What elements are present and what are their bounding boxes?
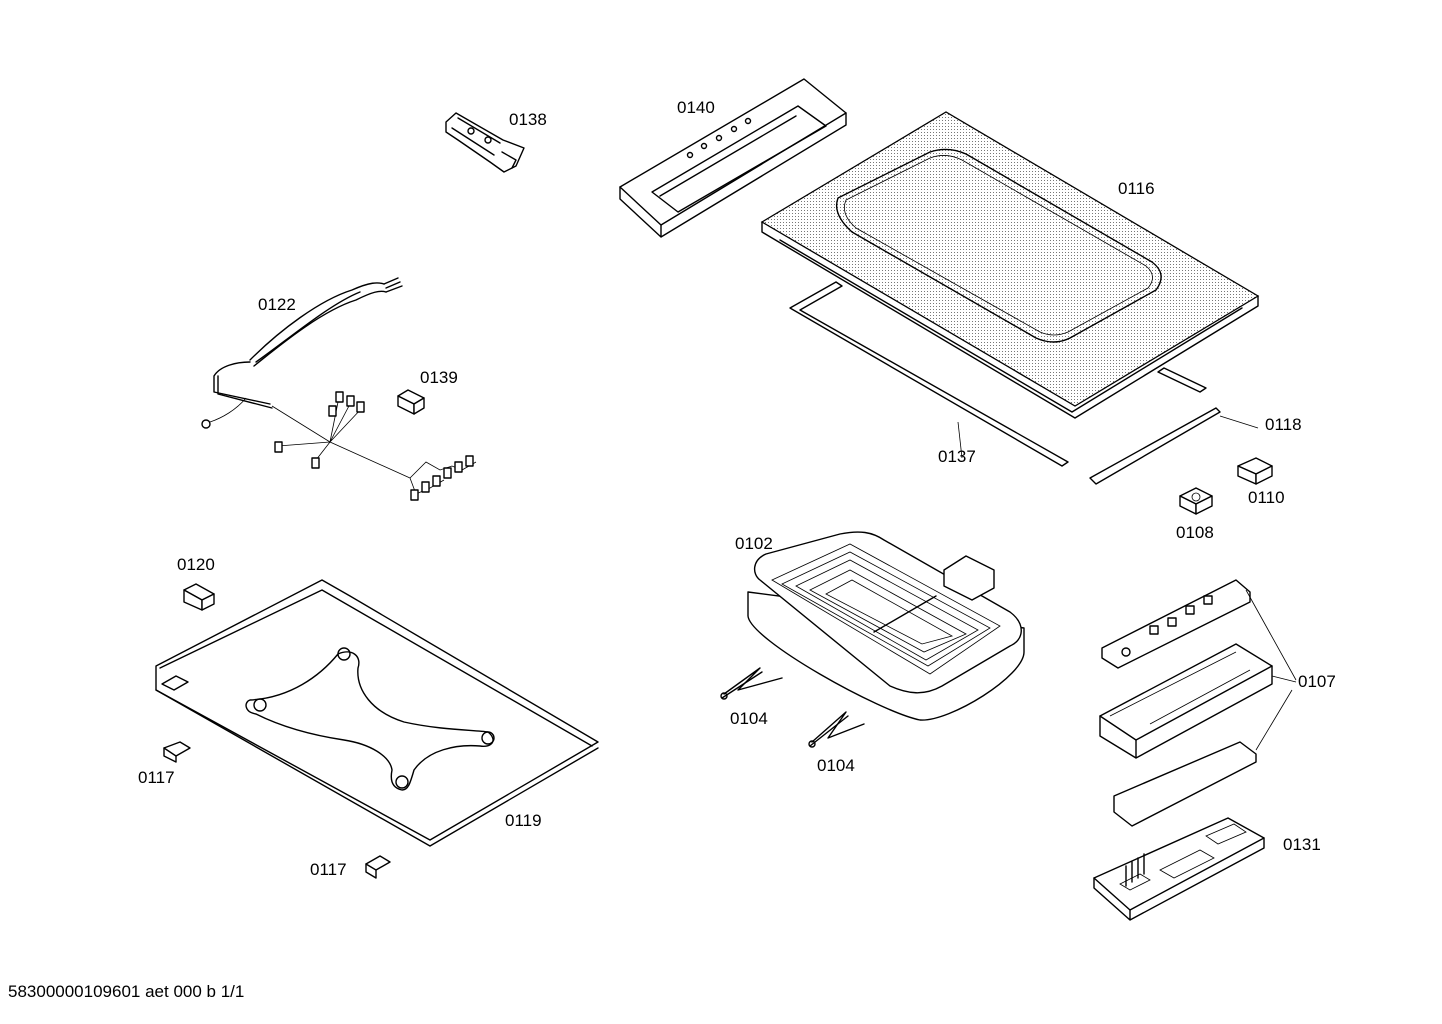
part-0117-clip-bottom	[365, 855, 391, 879]
document-footer-id: 58300000109601 aet 000 b 1/1	[8, 982, 245, 1001]
part-0119-base-tray	[155, 579, 599, 847]
part-0131-housing	[1093, 817, 1265, 921]
callout-0119: 0119	[505, 811, 542, 830]
part-0117-clip-top	[163, 741, 191, 763]
callout-0104-a: 0104	[730, 709, 768, 728]
callout-0107: 0107	[1298, 672, 1336, 691]
callout-0117-a: 0117	[138, 768, 175, 787]
callout-0122: 0122	[258, 295, 296, 314]
callout-0118: 0118	[1265, 415, 1302, 434]
part-0104-spring-a	[720, 667, 783, 700]
part-0118-strip	[1089, 407, 1259, 485]
part-0137-seal-frame	[789, 281, 1207, 467]
callout-0120: 0120	[177, 555, 215, 574]
callout-0110: 0110	[1248, 488, 1285, 507]
callout-0117-b: 0117	[310, 860, 347, 879]
callout-0131: 0131	[1283, 835, 1321, 854]
part-0104-spring-b	[808, 711, 865, 748]
part-0110-cap	[1237, 457, 1273, 485]
callout-0104-b: 0104	[817, 756, 855, 775]
part-0140-control-panel	[619, 78, 847, 238]
part-0107-electronics	[1099, 579, 1297, 827]
part-0120-connector	[183, 583, 215, 611]
callout-0102: 0102	[735, 534, 773, 553]
callout-0138: 0138	[509, 110, 547, 129]
part-0122-wiring-harness	[201, 277, 477, 501]
part-0108-knob	[1179, 487, 1213, 515]
callout-0137: 0137	[938, 447, 976, 466]
callout-0140: 0140	[677, 98, 715, 117]
part-0139-connector	[397, 389, 425, 415]
callout-0139: 0139	[420, 368, 458, 387]
part-0116-cooktop-glass	[760, 111, 1260, 419]
callout-0116: 0116	[1118, 179, 1155, 198]
part-0102-heating-pan	[747, 531, 1025, 721]
callout-0108: 0108	[1176, 523, 1214, 542]
part-0138-bracket	[445, 112, 525, 173]
